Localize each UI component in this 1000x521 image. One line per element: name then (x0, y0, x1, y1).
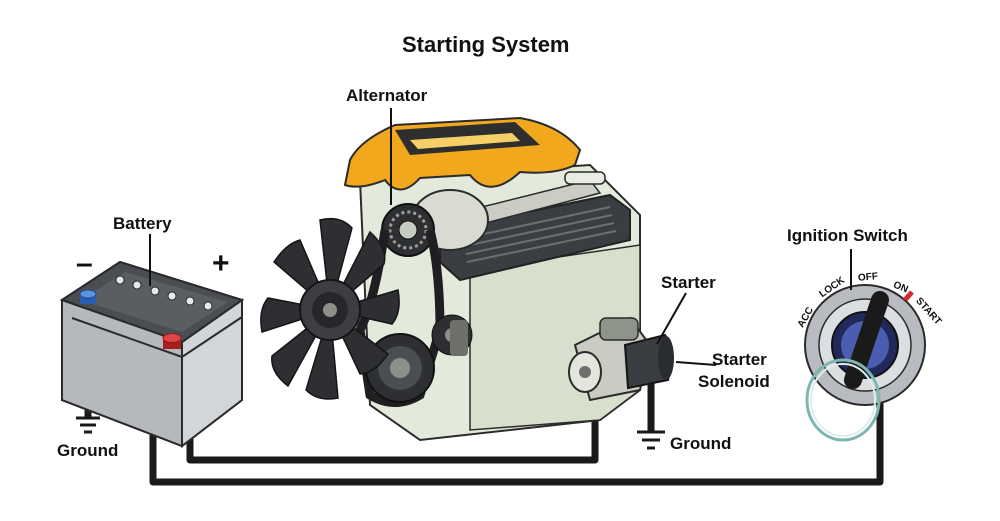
label-starter: Starter (661, 273, 716, 292)
label-ground-left: Ground (57, 441, 119, 460)
plus-sign: + (212, 247, 230, 280)
leader-lines (149, 108, 852, 366)
cooling-fan-icon (260, 217, 400, 400)
positive-terminal (162, 333, 182, 349)
label-starter-solenoid-line2: Solenoid (698, 372, 770, 391)
ignition-key-icon (805, 291, 889, 442)
minus-sign: – (76, 247, 93, 280)
label-ignition-switch: Ignition Switch (787, 226, 908, 245)
ground-symbol-icon (76, 416, 100, 434)
car-battery-icon (59, 260, 245, 449)
negative-terminal (79, 289, 97, 304)
label-alternator: Alternator (346, 86, 428, 105)
start-marker (903, 290, 914, 302)
starter-motor-icon (568, 316, 674, 402)
label-battery: Battery (113, 214, 172, 233)
diagram-title: Starting System (402, 32, 570, 57)
label-starter-solenoid-line1: Starter (712, 350, 767, 369)
label-ground-right: Ground (670, 434, 732, 453)
ground-symbol-icon (637, 430, 665, 450)
ignition-position-off: OFF (857, 271, 879, 284)
ignition-switch-icon (804, 284, 926, 442)
